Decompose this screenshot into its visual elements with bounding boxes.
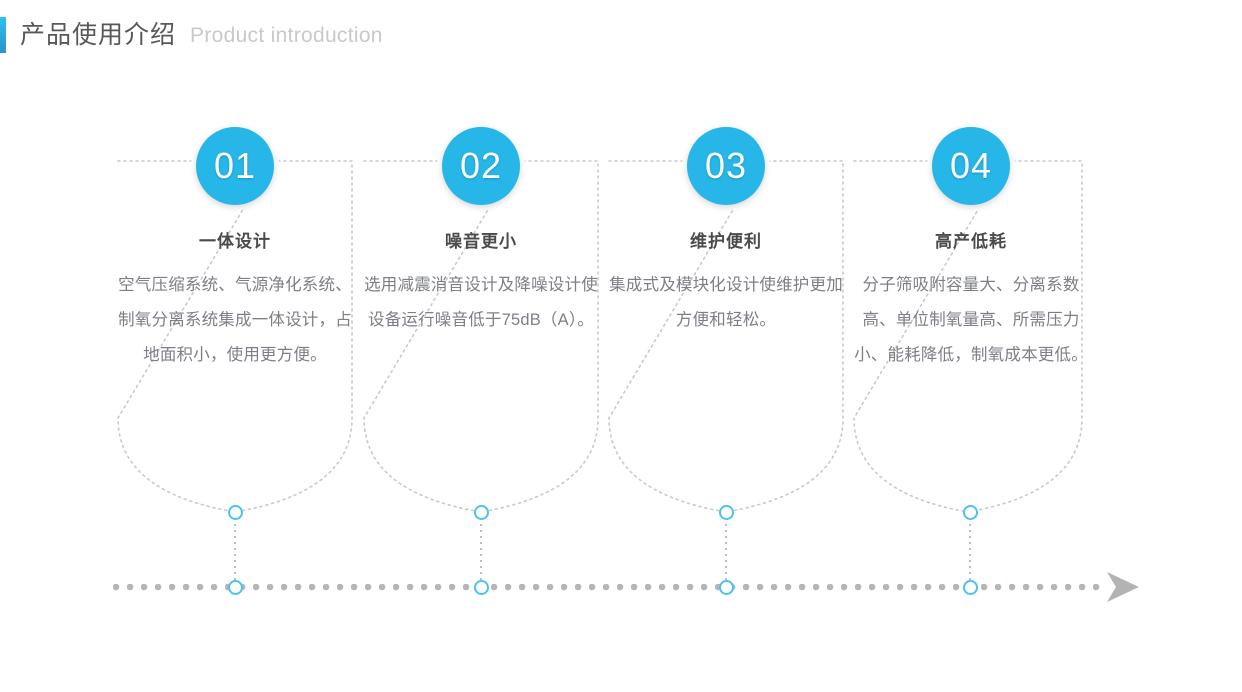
step-number-1: 01	[213, 145, 257, 186]
card-title-1: 一体设计	[199, 232, 271, 251]
connector-1	[234, 524, 236, 582]
header-accent-bar	[0, 17, 6, 53]
card-body-1: 空气压缩系统、气源净化系统、制氧分离系统集成一体设计，占地面积小，使用更方便。	[118, 276, 352, 364]
connector-2	[480, 524, 482, 582]
page-header: 产品使用介绍 Product introduction	[0, 14, 383, 56]
card-title-4: 高产低耗	[935, 232, 1007, 251]
timeline-arrow-icon	[1107, 572, 1139, 602]
card-1[interactable]: 一体设计 空气压缩系统、气源净化系统、制氧分离系统集成一体设计，占地面积小，使用…	[118, 232, 352, 372]
page-title: 产品使用介绍	[20, 20, 177, 49]
step-bubble-1[interactable]: 01	[196, 127, 274, 205]
timeline-track	[113, 584, 1103, 592]
timeline-node-4[interactable]	[963, 580, 978, 595]
timeline-node-3[interactable]	[719, 580, 734, 595]
step-bubble-3[interactable]: 03	[687, 127, 765, 205]
card-title-2: 噪音更小	[445, 232, 517, 251]
card-2[interactable]: 噪音更小 选用减震消音设计及降噪设计使设备运行噪音低于75dB（A）。	[364, 232, 598, 338]
card-node-2[interactable]	[474, 505, 489, 520]
timeline-node-1[interactable]	[228, 580, 243, 595]
step-number-4: 04	[949, 145, 993, 186]
card-4[interactable]: 高产低耗 分子筛吸附容量大、分离系数高、单位制氧量高、所需压力小、能耗降低，制氧…	[854, 232, 1088, 372]
connector-3	[725, 524, 727, 582]
card-node-3[interactable]	[719, 505, 734, 520]
card-title-3: 维护便利	[690, 232, 762, 251]
card-body-2: 选用减震消音设计及降噪设计使设备运行噪音低于75dB（A）。	[364, 276, 598, 330]
step-bubble-4[interactable]: 04	[932, 127, 1010, 205]
connector-4	[969, 524, 971, 582]
step-bubble-2[interactable]: 02	[442, 127, 520, 205]
card-node-1[interactable]	[228, 505, 243, 520]
card-body-4: 分子筛吸附容量大、分离系数高、单位制氧量高、所需压力小、能耗降低，制氧成本更低。	[854, 276, 1088, 364]
card-body-3: 集成式及模块化设计使维护更加方便和轻松。	[609, 276, 843, 330]
card-3[interactable]: 维护便利 集成式及模块化设计使维护更加方便和轻松。	[609, 232, 843, 338]
page-subtitle: Product introduction	[190, 23, 383, 47]
step-number-3: 03	[704, 145, 748, 186]
step-number-2: 02	[459, 145, 503, 186]
timeline-node-2[interactable]	[474, 580, 489, 595]
card-node-4[interactable]	[963, 505, 978, 520]
